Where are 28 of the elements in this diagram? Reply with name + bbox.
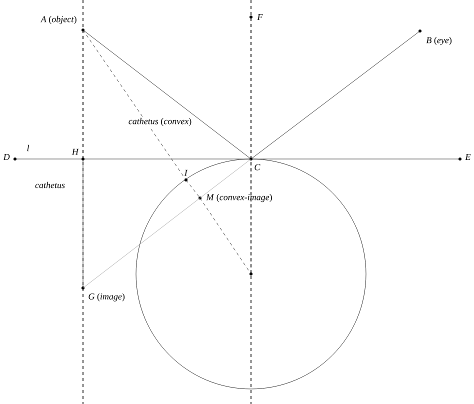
point-label: H (72, 148, 79, 155)
line-label: l (26, 144, 30, 152)
line-segment (82, 30, 252, 160)
line-segment (200, 198, 252, 274)
point-label: E (465, 154, 471, 160)
line-label: cathetus (34, 180, 66, 190)
line-segment (250, 30, 420, 160)
line-segment (186, 180, 200, 198)
line-segment (250, 158, 460, 160)
line-segment (82, 158, 84, 288)
point-label: A (object) (40, 16, 76, 24)
line-segment (200, 158, 252, 198)
point-label: M (convex-image) (206, 194, 272, 202)
line-label: cathetus (convex) (127, 116, 193, 128)
point-label: I (184, 170, 188, 176)
line-segment (250, 16, 252, 160)
line-segment (82, 198, 200, 288)
line-segment (82, 158, 252, 160)
line-segment (82, 30, 186, 180)
line-segment (250, 158, 252, 274)
line-segment (82, 30, 84, 160)
point-label: D (3, 154, 10, 160)
point-label: G (image) (88, 293, 125, 302)
line-segment (14, 158, 84, 160)
point-label: C (254, 164, 260, 170)
point-label: B (eye) (426, 36, 452, 46)
point-label: F (257, 14, 263, 20)
point (249, 272, 253, 276)
